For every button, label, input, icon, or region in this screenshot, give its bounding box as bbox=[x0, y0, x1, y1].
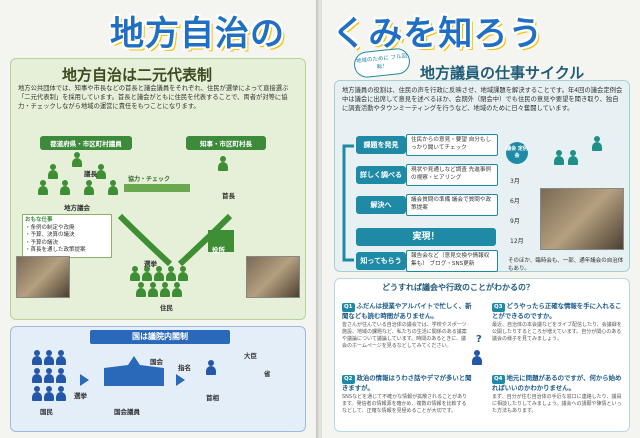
month-label: 6月 bbox=[510, 198, 520, 205]
duty-item: ・予算、決算の議決 bbox=[25, 232, 75, 238]
nominate-arrow bbox=[176, 374, 185, 386]
right-page: くみを知ろう 地域のために フル回転！ 地方議員の仕事サイクル 地方議員の役割は… bbox=[322, 0, 640, 438]
step-share-desc: 報告会など（意見交換や情報収集も） ブログ・SNS更新 bbox=[406, 250, 498, 272]
page-gutter bbox=[316, 0, 324, 438]
mayor-icon bbox=[218, 156, 238, 186]
chair-label: 議長 bbox=[84, 170, 97, 178]
month-label: 3月 bbox=[510, 178, 520, 185]
question-mark-icon: ? bbox=[476, 334, 482, 345]
cooperation-arrow bbox=[124, 184, 190, 192]
step-research-desc: 現状や見通しなど調査 先進事例の視察・ヒアリング bbox=[406, 164, 498, 186]
election-arrow bbox=[80, 374, 89, 386]
qa-answer-4: まず、自分が住む自治体の手近な窓口に連絡したり、議員に相談したりしてみましょう。… bbox=[492, 394, 622, 414]
mayor-banner: 知事・市区町村長 bbox=[186, 136, 266, 150]
nominate-label: 指名 bbox=[178, 364, 191, 372]
speech-bubble: 地域のために フル回転！ bbox=[352, 47, 412, 79]
ministry-label: 省 bbox=[264, 370, 271, 378]
month-label: 9月 bbox=[510, 218, 520, 225]
duty-item: ・条例の制定や改廃 bbox=[25, 224, 75, 231]
prime-minister-icon bbox=[206, 360, 222, 386]
qa-answer-2: SNSなどを通じて不確かな情報が拡散されることがあります。発信者の情報源を確かめ… bbox=[342, 394, 468, 414]
step-discover-desc: 住民からの意見・要望 自分もしっかり聞いてチェック bbox=[406, 134, 498, 156]
office-building-icon bbox=[208, 230, 234, 252]
assembly-hall-photo bbox=[16, 256, 70, 298]
step-discover: 課題を発見 bbox=[356, 136, 406, 154]
qa-title: どうすれば議会や行政のことがわかるの？ bbox=[382, 283, 534, 292]
step-share: 知ってもらう bbox=[356, 252, 406, 270]
mayor-label: 首長 bbox=[222, 192, 235, 200]
step-research: 詳しく調べる bbox=[356, 166, 406, 184]
session-badge: 議会 定例会 bbox=[506, 142, 528, 164]
section-title-dual: 地方自治は二元代表制 bbox=[62, 66, 213, 84]
qa-answer-1: 皆さんが住んでいる自治体の議会では、学校やスポーツ施設、地域の課題など、私たちの… bbox=[342, 322, 467, 349]
assembly-label: 地方議会 bbox=[64, 204, 90, 212]
cooperation-label: 協力・チェック bbox=[128, 176, 171, 183]
realization-banner: 実現！ bbox=[356, 228, 496, 246]
month-label: 12月 bbox=[510, 238, 524, 245]
duties-box: おもな仕事 ・条例の制定や改廃 ・予算、決算の議決 ・予算の議決 ・首長を通した… bbox=[22, 214, 112, 258]
national-election-label: 選挙 bbox=[74, 392, 87, 400]
minister-label: 大臣 bbox=[244, 352, 257, 360]
diet-members-label: 国会議員 bbox=[114, 408, 140, 416]
main-title-right: くみを知ろう bbox=[332, 14, 544, 54]
council-banner: 都道府県・市区町村議員 bbox=[40, 136, 132, 150]
election-label: 選挙 bbox=[144, 260, 157, 268]
residents-label: 住民 bbox=[160, 304, 173, 312]
citizens-label: 国民 bbox=[40, 408, 53, 416]
cycle-loop-arrow bbox=[342, 144, 354, 262]
duty-item: ・予算の議決 bbox=[25, 239, 59, 246]
national-banner: 国は議院内閣制 bbox=[90, 330, 230, 344]
session-note: そのほか、臨時会も、一部、通年議会の自治体もあり。 bbox=[508, 258, 624, 272]
thinking-person-icon bbox=[472, 350, 486, 374]
election-arrows bbox=[117, 213, 233, 266]
diet-label: 国会 bbox=[150, 358, 163, 366]
meeting-photo bbox=[540, 188, 624, 250]
qa-answer-3: 最近、自治体の本会議などをライブ配信したり、会議録を公開したりするところが増えて… bbox=[492, 322, 622, 342]
qa-section bbox=[334, 278, 630, 432]
pm-label: 首相 bbox=[206, 394, 219, 402]
section-title-cycle: 地方議員の仕事サイクル bbox=[420, 64, 585, 82]
mayor-photo bbox=[246, 256, 300, 298]
duties-title: おもな仕事 bbox=[25, 217, 53, 223]
left-page: 地方自治のし 地方自治は二元代表制 地方公共団体では、知事や市長などの首長と議会… bbox=[0, 0, 318, 438]
intro-paragraph-right: 地方議員の役割は、住民の声を行政に反映させ、地域課題を解決することです。年4回の… bbox=[342, 87, 623, 112]
intro-paragraph-left: 地方公共団体では、知事や市長などの首長と議会議員をそれぞれ、住民が選挙によって直… bbox=[18, 85, 289, 110]
office-label: 役所 bbox=[212, 246, 225, 254]
step-solve-desc: 議会質問の準備 議会で質問や政策提案 bbox=[406, 194, 498, 216]
step-solve: 解決へ bbox=[356, 196, 406, 214]
duty-item: ・首長を通した政策提案 bbox=[25, 247, 86, 253]
